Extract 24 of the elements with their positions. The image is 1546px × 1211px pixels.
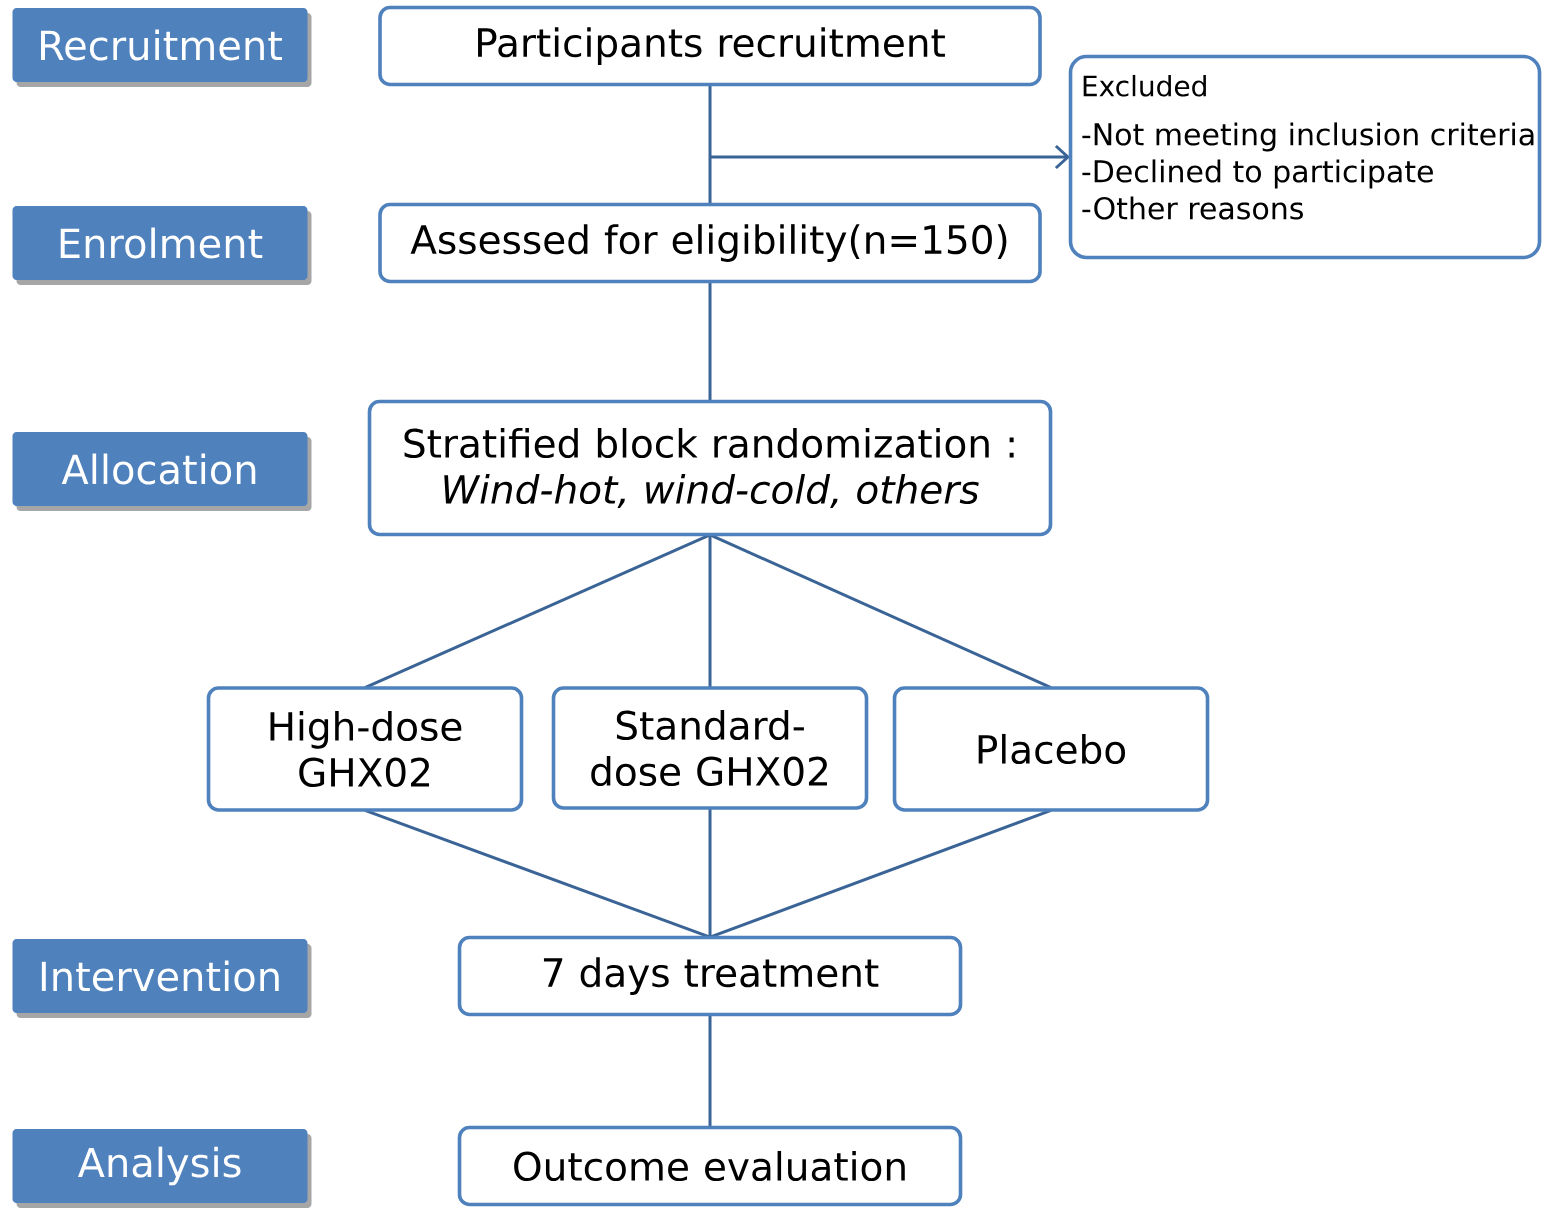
connector bbox=[708, 281, 712, 402]
stage-label: Analysis bbox=[12, 1129, 312, 1208]
connector bbox=[709, 809, 1052, 939]
connector bbox=[710, 144, 1071, 170]
process-box: Outcome evaluation bbox=[457, 1125, 963, 1207]
connector bbox=[709, 533, 1052, 689]
process-box: Assessed for eligibility(n=150) bbox=[378, 202, 1042, 284]
stage-label: Enrolment bbox=[12, 206, 312, 285]
connector bbox=[364, 809, 711, 939]
process-box: Stratified block randomization : Wind-hot, wind-cold, others bbox=[367, 399, 1053, 537]
stage-label: Allocation bbox=[12, 432, 312, 511]
connector bbox=[708, 84, 712, 205]
process-box: 7 days treatment bbox=[457, 935, 963, 1017]
stage-label: Recruitment bbox=[12, 8, 312, 87]
connector bbox=[708, 808, 712, 938]
connector bbox=[708, 1014, 712, 1128]
exclusion-box: Excluded -Not meeting inclusion criteria -Declined to participate -Other reasons bbox=[1068, 54, 1542, 260]
process-box: Placebo bbox=[892, 686, 1210, 812]
process-box: Standard-dose GHX02 bbox=[551, 686, 869, 810]
process-box: Participants recruitment bbox=[378, 5, 1042, 87]
process-box: High-dose GHX02 bbox=[206, 686, 524, 812]
stage-label: Intervention bbox=[12, 939, 312, 1018]
connector bbox=[708, 534, 712, 688]
connector bbox=[364, 533, 711, 689]
